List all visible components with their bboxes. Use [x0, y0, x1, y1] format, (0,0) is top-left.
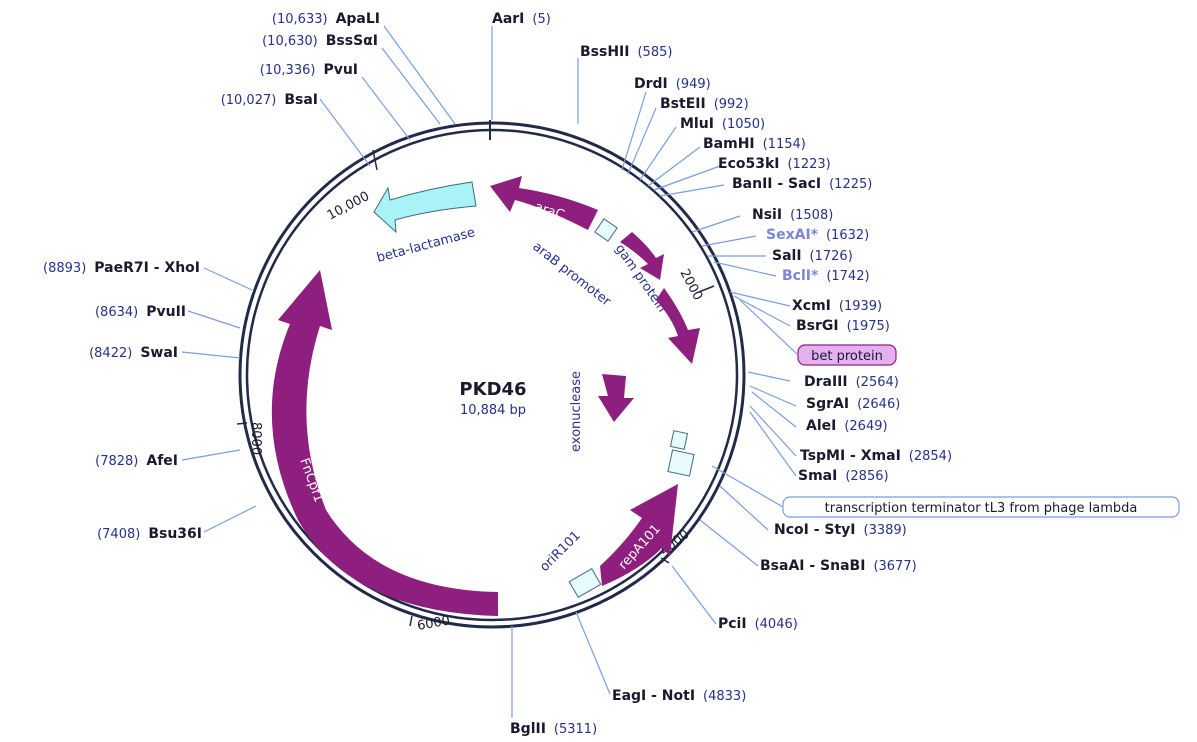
site-eagi-noti: EagI - NotI(4833) [612, 688, 746, 704]
terminator-label: transcription terminator tL3 from phage … [825, 501, 1138, 516]
site-paer7i-xhoi: (8893)PaeR7I - XhoI [43, 260, 200, 276]
bet-protein-feature [656, 288, 700, 364]
exonuclease-feature [598, 374, 634, 422]
site-pvuii: (8634)PvuII [95, 304, 186, 320]
tick-label-10000: 10,000 [325, 189, 372, 224]
plasmid-name: PKD46 [459, 379, 526, 400]
site-bamhi: BamHI(1154) [703, 136, 806, 152]
ori-box [568, 568, 602, 598]
site-draiii: DraIII(2564) [804, 374, 899, 390]
arab-promoter-label: araB promoter [530, 239, 614, 309]
site-aari: AarI(5) [492, 11, 551, 27]
promoter-box [594, 218, 618, 242]
site-bsaai-snabi: BsaAI - SnaBI(3677) [760, 558, 917, 574]
site-bglii: BglII(5311) [510, 721, 597, 737]
promoter-box-2 [669, 430, 689, 450]
backbone-inner [245, 128, 739, 622]
site-bsshii: BssHII(585) [580, 44, 672, 60]
site-smai: SmaI(2856) [798, 468, 889, 484]
site-xcmi: XcmI(1939) [792, 298, 882, 314]
site-bsteii: BstEII(992) [660, 96, 749, 112]
site-afei: (7828)AfeI [95, 453, 178, 469]
site-bsai: (10,027)BsaI [221, 92, 318, 108]
site-eco53ki: Eco53kI(1223) [718, 156, 831, 172]
site-drdi: DrdI(949) [634, 76, 711, 92]
site-nsii: NsiI(1508) [752, 207, 833, 223]
site-apali: (10,633)ApaLI [272, 11, 380, 27]
site-bcli: BclI*(1742) [782, 268, 870, 284]
repa101-feature [600, 484, 678, 586]
site-alei: AleI(2649) [806, 418, 888, 434]
backbone-outer [238, 121, 746, 629]
site-bsssai: (10,630)BssSαI [262, 33, 378, 49]
orir101-label: oriR101 [537, 528, 584, 575]
site-tspmi-xmai: TspMI - XmaI(2854) [800, 448, 952, 464]
arac-feature [490, 176, 598, 230]
fncpf1-feature [271, 270, 498, 616]
site-bsu36i: (7408)Bsu36I [97, 526, 202, 542]
site-sexai: SexAI*(1632) [766, 227, 869, 243]
beta-lactamase-label: beta-lactamase [375, 225, 477, 266]
tick-label-8000: 8000 [248, 422, 263, 455]
exonuclease-label: exonuclease [569, 371, 584, 452]
terminator-box [667, 449, 695, 477]
site-sgrai: SgrAI(2646) [806, 396, 900, 412]
site-pvui-top: (10,336)PvuI [260, 62, 358, 78]
site-ncoi-styi: NcoI - StyI(3389) [774, 522, 907, 538]
site-sali: SalI(1726) [772, 248, 853, 264]
gam-protein-feature [620, 232, 664, 280]
beta-lactamase-feature [373, 181, 477, 234]
plasmid-size: 10,884 bp [460, 403, 526, 418]
site-bsrgi: BsrGI(1975) [796, 318, 890, 334]
site-banii-saci: BanII - SacI(1225) [732, 176, 872, 192]
tick-label-6000: 6000 [416, 613, 451, 634]
site-mlui: MluI(1050) [680, 116, 765, 132]
tick-label-2000: 2000 [676, 267, 705, 303]
site-pcii: PciI(4046) [718, 616, 798, 632]
site-swai: (8422)SwaI [89, 345, 178, 361]
bet-protein-label: bet protein [811, 349, 883, 364]
